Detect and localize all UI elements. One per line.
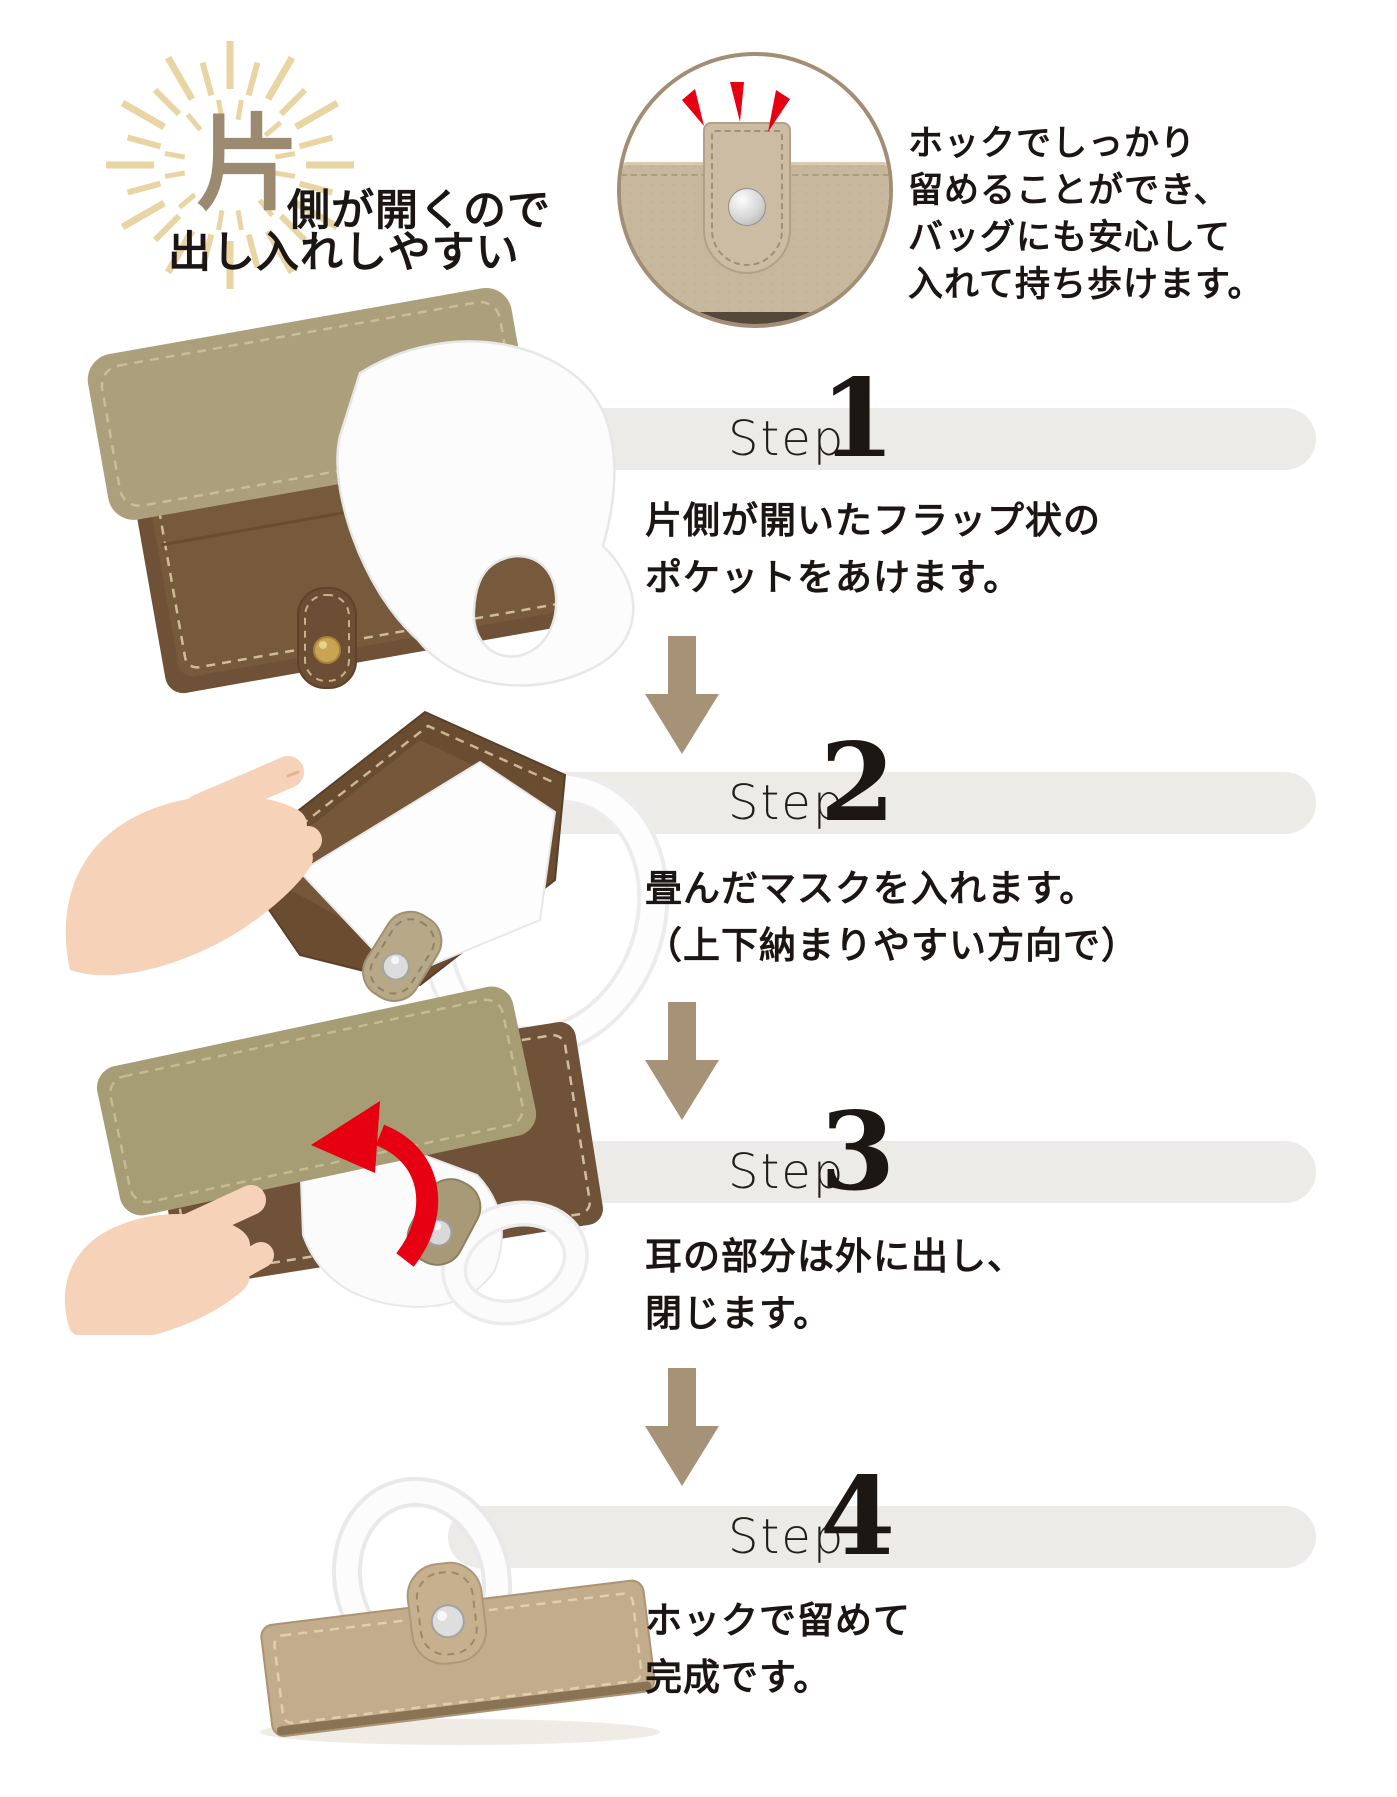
snap-strap: [703, 122, 791, 274]
step-3-photo-close-flap: [64, 986, 603, 1335]
snap-closure-photo: [617, 52, 893, 328]
red-close-arrow: [311, 1101, 439, 1267]
hero-caption-line: ホックでしっかり: [908, 123, 1197, 164]
step-2-photo-insert-mask: [65, 710, 670, 1059]
step-1-desc-line: 片側が開いたフラップ状の: [645, 498, 1101, 542]
step-4-photo-finished: [260, 1476, 660, 1745]
hand: [65, 756, 322, 976]
case-strap-gold-snap: [297, 587, 357, 689]
step-4-desc-line: 完成です。: [645, 1655, 832, 1699]
step-3-label: Step: [728, 1144, 846, 1200]
step-4-label: Step: [728, 1509, 846, 1565]
hero-caption-line: 留めることができ、: [908, 170, 1230, 211]
step-3-desc-line: 閉じます。: [645, 1291, 832, 1335]
arrow-down-icon: [645, 1002, 719, 1120]
arrow-down-icon: [645, 1368, 719, 1486]
case-bottom-edge: [627, 312, 883, 324]
hand: [64, 1185, 274, 1335]
emphasis-marks-icon: [682, 82, 790, 132]
step-4-description: ホックで留めて 完成です。: [645, 1592, 911, 1706]
step-3-number: 3: [820, 1089, 896, 1216]
white-mask: [336, 340, 635, 687]
headline-accent-char: 片: [196, 102, 301, 225]
step-2-number: 2: [820, 720, 896, 847]
step-4-banner: Step 4: [448, 1463, 1316, 1571]
case-strap-silver-snap: [362, 910, 443, 1002]
headline-line2: 出し入れしやすい: [168, 228, 520, 278]
step-2-desc-line: （上下納まりやすい方向で）: [645, 923, 1139, 967]
step-3-description: 耳の部分は外に出し、 閉じます。: [645, 1228, 1025, 1342]
step-2-label: Step: [728, 775, 846, 831]
step-4-desc-line: ホックで留めて: [645, 1598, 911, 1642]
step-2-desc-line: 畳んだマスクを入れます。: [645, 866, 1098, 910]
hero-caption: ホックでしっかり 留めることができ、 バッグにも安心して 入れて持ち歩けます。: [908, 120, 1263, 308]
arrow-down-icon: [645, 636, 719, 754]
step-1-photo-open-case: [87, 288, 635, 694]
snap-button: [728, 188, 766, 226]
step-1-number: 1: [820, 356, 896, 483]
hero-caption-line: バッグにも安心して: [908, 217, 1231, 258]
headline-line1: 側が開くので: [287, 186, 551, 236]
step-3-desc-line: 耳の部分は外に出し、: [645, 1234, 1025, 1278]
step-4-number: 4: [820, 1454, 896, 1581]
step-1-description: 片側が開いたフラップ状の ポケットをあけます。: [645, 492, 1101, 606]
step-2-description: 畳んだマスクを入れます。 （上下納まりやすい方向で）: [645, 860, 1139, 974]
step-1-label: Step: [728, 411, 846, 467]
hero-caption-line: 入れて持ち歩けます。: [908, 264, 1264, 305]
step-1-desc-line: ポケットをあけます。: [645, 555, 1022, 599]
case-strap-silver-snap: [406, 1561, 487, 1665]
